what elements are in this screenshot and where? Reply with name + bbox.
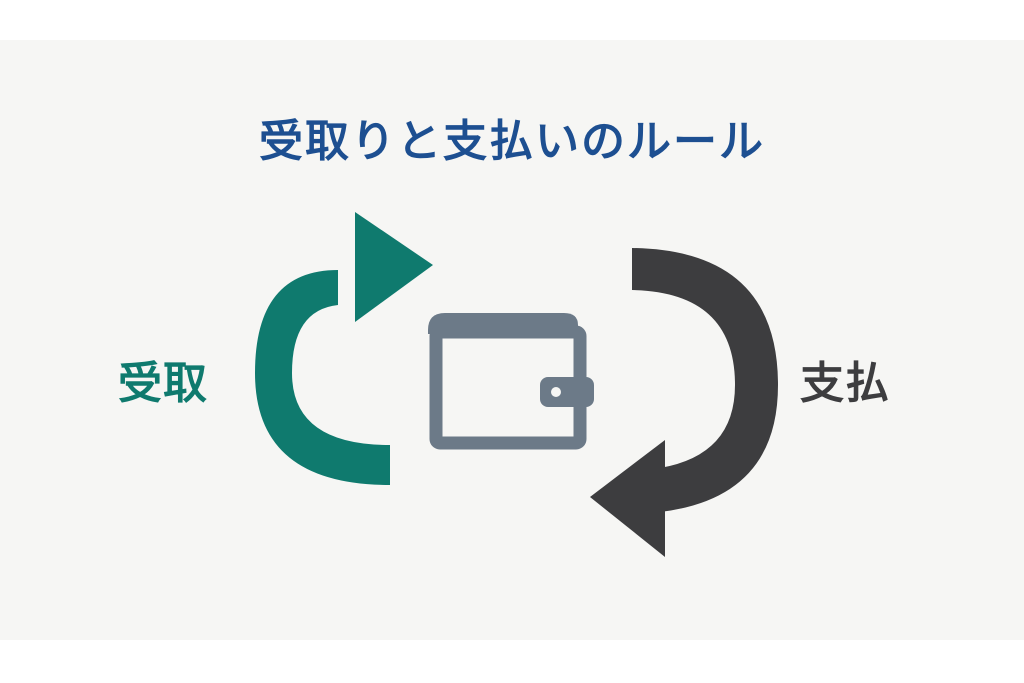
receive-arrow-icon: [255, 212, 433, 485]
wallet-clasp-button: [551, 387, 561, 397]
pay-arrow-head: [590, 440, 665, 557]
wallet-icon: [428, 313, 594, 450]
receive-arrow-body: [255, 270, 390, 485]
pay-label: 支払: [800, 358, 890, 409]
receive-label: 受取: [118, 358, 208, 409]
wallet-clasp-tab: [540, 377, 594, 407]
diagram-title: 受取りと支払いのルール: [259, 116, 765, 167]
background-panel: [0, 40, 1024, 640]
pay-arrow-icon: [590, 248, 778, 557]
pay-arrow-body: [632, 248, 778, 512]
receive-arrow-head: [355, 212, 433, 322]
